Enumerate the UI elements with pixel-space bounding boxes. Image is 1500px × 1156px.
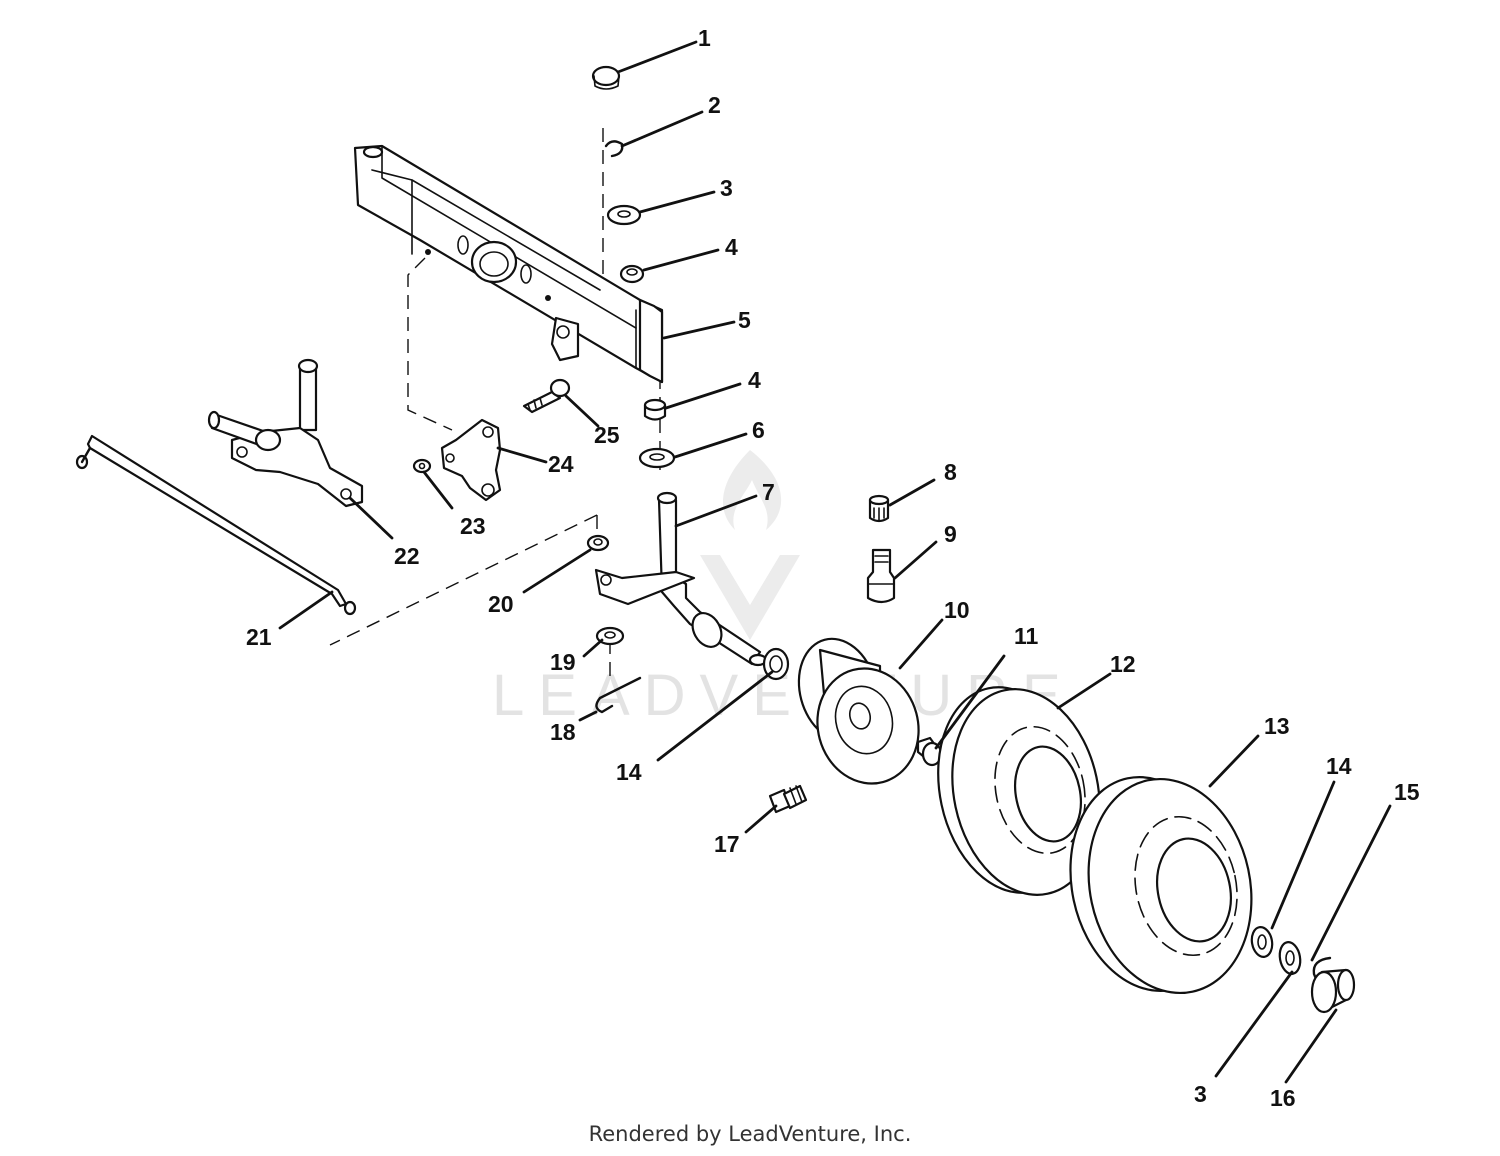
callout-9: 9 bbox=[944, 521, 957, 547]
callout-19: 19 bbox=[550, 649, 576, 675]
callout-labels: 1 2 3 4 5 4 6 7 8 9 10 11 12 13 14 14 15… bbox=[246, 25, 1420, 1111]
dash-axle-to-spindle bbox=[407, 257, 453, 431]
callout-13: 13 bbox=[1264, 713, 1290, 739]
callout-24: 24 bbox=[548, 451, 574, 477]
callout-6: 6 bbox=[752, 417, 765, 443]
front-axle-beam bbox=[353, 144, 664, 384]
steering-knuckle bbox=[207, 358, 364, 508]
callout-12: 12 bbox=[1110, 651, 1136, 677]
part-6-washer bbox=[638, 447, 676, 469]
part-3-washer-rear bbox=[1278, 941, 1302, 975]
part-9-valve-stem bbox=[866, 548, 896, 604]
leader-lines bbox=[278, 40, 1392, 1084]
watermark: LEADVENTURE bbox=[492, 450, 1061, 728]
callout-7: 7 bbox=[762, 479, 775, 505]
callout-23: 23 bbox=[460, 513, 486, 539]
support-bracket bbox=[412, 378, 571, 502]
callout-25: 25 bbox=[594, 422, 620, 448]
part-4-bushing-top bbox=[619, 264, 645, 284]
part-18-pin bbox=[595, 676, 642, 714]
part-19-washer bbox=[595, 626, 625, 646]
watermark-flame-icon bbox=[723, 450, 782, 530]
callout-4: 4 bbox=[725, 234, 738, 260]
tire-12 bbox=[937, 686, 1101, 896]
callout-17: 17 bbox=[714, 831, 740, 857]
watermark-v-icon bbox=[700, 555, 800, 640]
spindle-steering-arm bbox=[594, 568, 696, 606]
valve-parts bbox=[866, 494, 896, 604]
callout-10: 10 bbox=[944, 597, 970, 623]
tire-13 bbox=[1069, 776, 1253, 995]
callout-18: 18 bbox=[550, 719, 576, 745]
part-1-cap bbox=[591, 65, 621, 87]
callout-3: 3 bbox=[720, 175, 733, 201]
part-2-clip bbox=[604, 140, 624, 158]
callout-2: 2 bbox=[708, 92, 721, 118]
spindle bbox=[594, 491, 768, 667]
part-14-washer-rear bbox=[1250, 926, 1274, 958]
tie-rod bbox=[75, 434, 357, 616]
callout-11: 11 bbox=[1014, 623, 1039, 649]
dash-tierod-link bbox=[329, 514, 598, 646]
callout-8: 8 bbox=[944, 459, 957, 485]
part-23-nut bbox=[412, 458, 432, 474]
part-20-nut bbox=[586, 534, 610, 552]
part-14-washer-front bbox=[762, 647, 790, 681]
callout-20: 20 bbox=[488, 591, 514, 617]
callout-14-left: 14 bbox=[616, 759, 642, 785]
part-3-washer bbox=[606, 204, 642, 226]
callout-14-right: 14 bbox=[1326, 753, 1352, 779]
callout-5: 5 bbox=[738, 307, 751, 333]
wheel-rim bbox=[762, 637, 920, 785]
callout-16: 16 bbox=[1270, 1085, 1296, 1111]
alignment-lines bbox=[329, 128, 661, 680]
credit-text: Rendered by LeadVenture, Inc. bbox=[588, 1122, 912, 1146]
callout-4-lower: 4 bbox=[748, 367, 761, 393]
callout-3-lower: 3 bbox=[1194, 1081, 1207, 1107]
callout-15: 15 bbox=[1394, 779, 1420, 805]
callout-1: 1 bbox=[698, 25, 711, 51]
spindle-cap-stack bbox=[591, 65, 676, 469]
callout-22: 22 bbox=[394, 543, 420, 569]
callout-21: 21 bbox=[246, 624, 272, 650]
